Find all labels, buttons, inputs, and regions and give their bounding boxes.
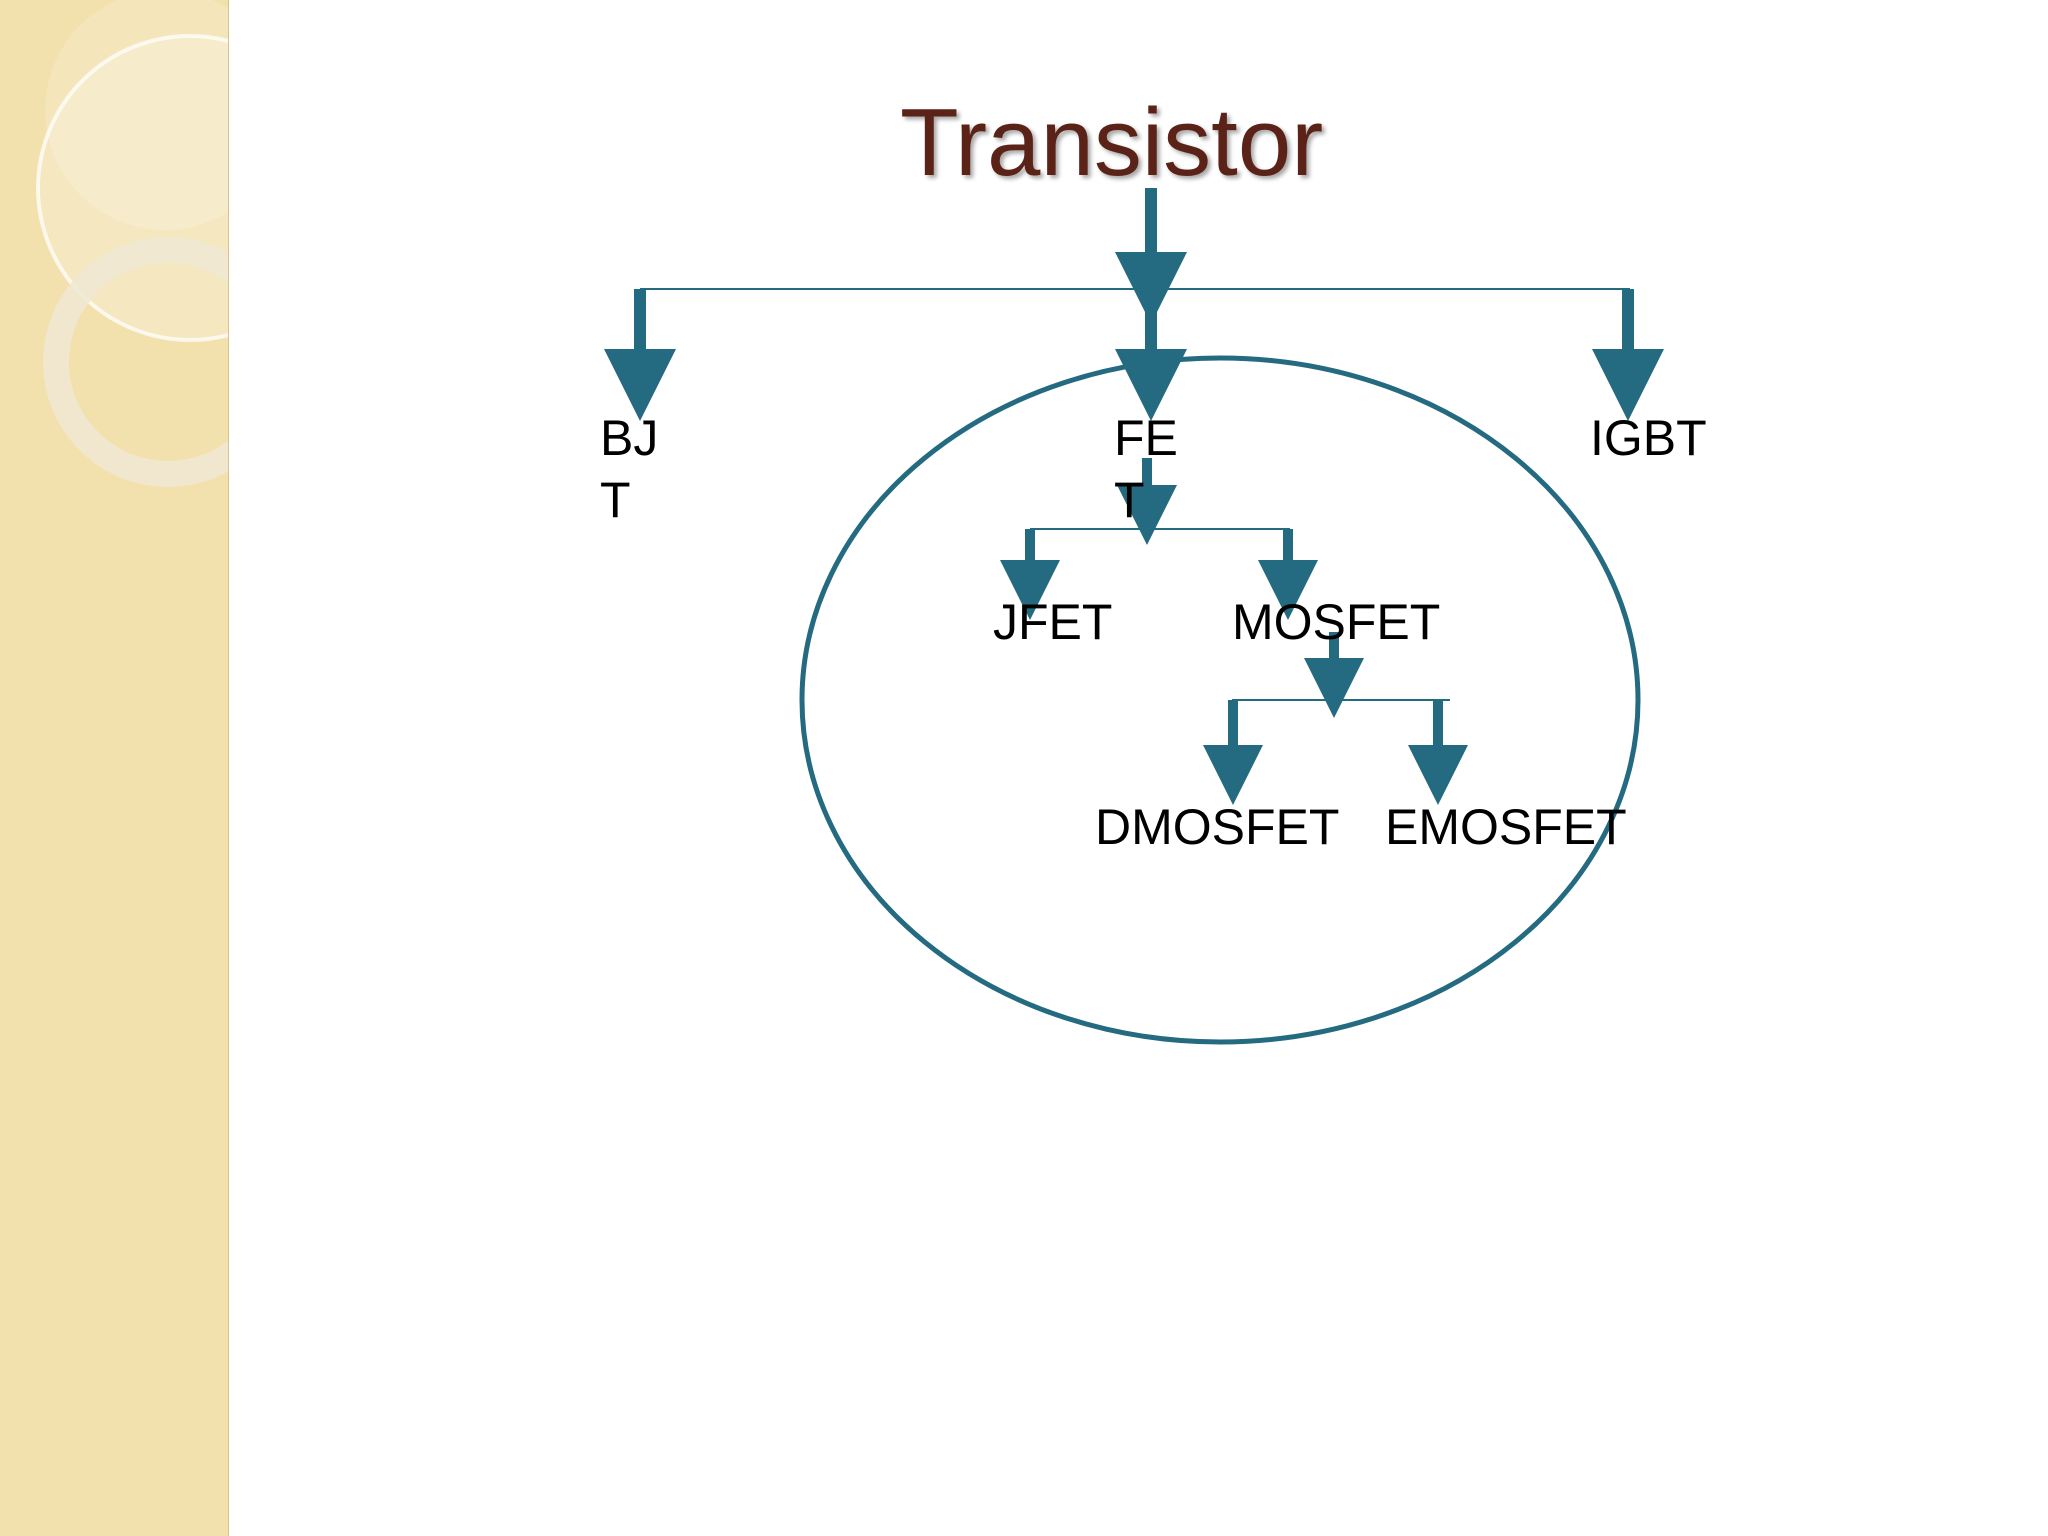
fet-group-ellipse bbox=[799, 355, 1641, 1045]
node-jfet: JFET bbox=[993, 594, 1113, 650]
node-fet: FET bbox=[1114, 410, 1178, 528]
node-dmosfet: DMOSFET bbox=[1095, 799, 1340, 855]
node-mosfet: MOSFET bbox=[1232, 594, 1441, 650]
node-igbt: IGBT bbox=[1590, 410, 1707, 466]
sidebar-rings-decoration bbox=[36, 0, 228, 487]
node-emosfet: EMOSFET bbox=[1385, 799, 1627, 855]
node-bjt: BJT bbox=[600, 410, 659, 528]
slide-title: Transistor bbox=[900, 89, 1324, 196]
decorative-sidebar bbox=[0, 0, 229, 1536]
